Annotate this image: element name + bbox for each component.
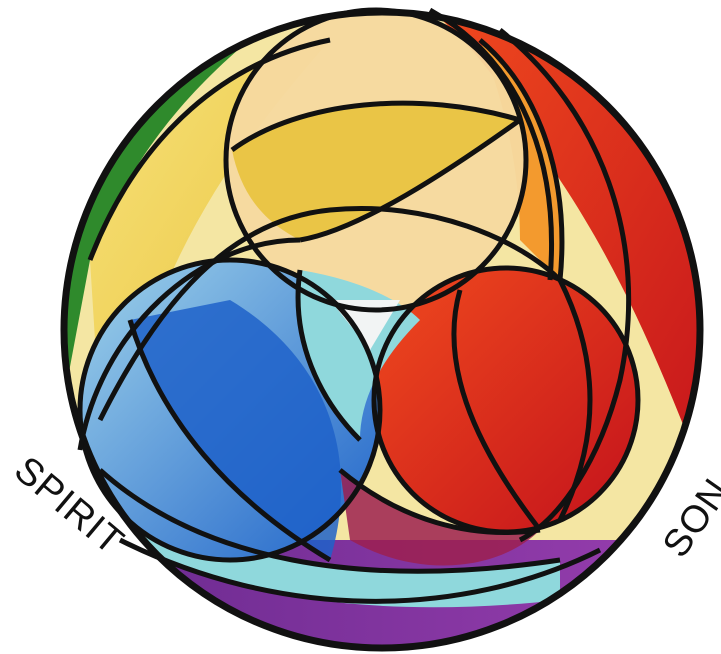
son-label: SON — [655, 471, 721, 565]
